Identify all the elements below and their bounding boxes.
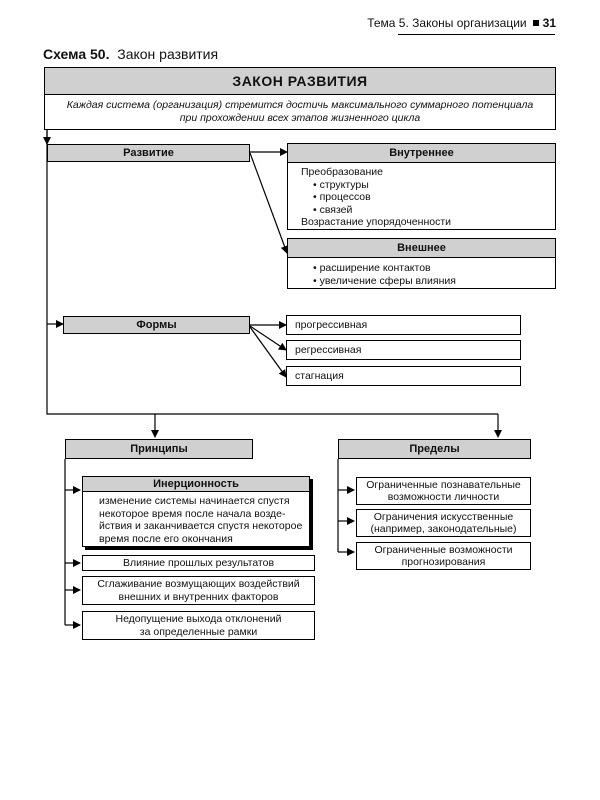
list-item: структуры [313,179,555,192]
header-rule [398,34,555,35]
external-content-box: расширение контактов увеличение сферы вл… [287,257,556,289]
principles-box: Принципы [65,439,253,459]
inertia-line: время после его окончания [99,532,233,545]
principle-line: внешних и внутренних факторов [118,590,279,603]
internal-bullet-list: структуры процессов связей [301,179,555,217]
running-title: Тема 5. Законы организации [367,16,527,30]
list-item: расширение контактов [313,262,555,275]
caption-title: Закон развития [117,46,219,62]
law-title-box: ЗАКОН РАЗВИТИЯ [44,67,556,95]
inertia-line: некоторое время после начала возде- [99,507,286,520]
forms-box: Формы [63,316,250,334]
law-description-box: Каждая система (организация) стремится д… [44,95,556,130]
limit-line: (например, законодательные) [370,523,517,535]
form-item-label: прогрессивная [295,319,368,331]
inertia-line: изменение системы начинается спустя [99,495,290,507]
inertia-title-box: Инерционность [82,476,310,492]
list-item: процессов [313,191,555,204]
inertia-content-box: изменение системы начинается спустя неко… [82,491,310,547]
law-title: ЗАКОН РАЗВИТИЯ [232,73,368,89]
running-header: Тема 5. Законы организации 31 [367,16,556,30]
principles-label: Принципы [130,443,188,455]
external-bullet-list: расширение контактов увеличение сферы вл… [301,262,555,287]
principle-line: Недопущение выхода отклонений [115,613,282,625]
limit-line: Ограниченные возможности [374,543,513,556]
limits-box: Пределы [338,439,531,459]
principle-line: Влияние прошлых результатов [122,556,275,569]
limit-forecasting: Ограниченные возможности прогнозирования [356,542,531,570]
external-title-box: Внешнее [287,238,556,258]
development-label: Развитие [123,147,174,159]
form-item-label: стагнация [295,370,344,382]
principle-past-results: Влияние прошлых результатов [82,555,315,571]
limit-line: Ограничения искусственные [373,510,514,523]
internal-title: Внутреннее [389,147,454,159]
inertia-title: Инерционность [153,478,239,490]
list-item: увеличение сферы влияния [313,275,555,288]
principle-smoothing: Сглаживание возмущающих воздействий внеш… [82,576,315,605]
law-description-line: Каждая система (организация) стремится д… [66,99,534,111]
inertia-line: йствия и заканчивается спустя некоторое [99,520,303,532]
internal-outro: Возрастание упорядоченности [301,216,452,228]
development-box: Развитие [47,144,250,162]
internal-title-box: Внутреннее [287,143,556,163]
external-title: Внешнее [397,242,446,254]
figure-caption: Схема 50. Закон развития [43,46,218,62]
internal-intro: Преобразование [301,166,383,178]
principle-line: Сглаживание возмущающих воздействий [97,578,300,590]
page-number: 31 [542,16,556,30]
form-item-progressive: прогрессивная [286,315,521,335]
limit-artificial: Ограничения искусственные (например, зак… [356,509,531,537]
law-description-line: при прохождении всех этапов жизненного ц… [179,112,421,124]
square-bullet-icon [532,20,539,27]
limits-label: Пределы [409,443,460,455]
limit-cognitive: Ограниченные познавательные возможности … [356,477,531,505]
internal-content-box: Преобразование структуры процессов связе… [287,162,556,230]
list-item: связей [313,204,555,217]
forms-label: Формы [136,319,177,331]
limit-line: возможности личности [387,491,500,503]
form-item-label: регрессивная [295,344,362,356]
limit-line: прогнозирования [401,556,486,568]
limit-line: Ограниченные познавательные [366,478,521,491]
form-item-stagnation: стагнация [286,366,521,386]
principle-deviation-limits: Недопущение выхода отклонений за определ… [82,611,315,640]
principle-line: за определенные рамки [139,625,258,638]
form-item-regressive: регрессивная [286,340,521,360]
caption-label: Схема 50. [43,46,110,62]
